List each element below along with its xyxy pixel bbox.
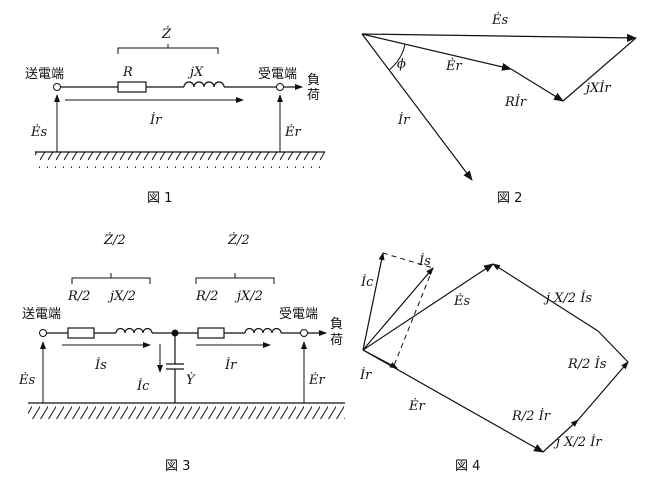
fig4-label-ic: İc bbox=[360, 273, 374, 290]
fig1-z-brace bbox=[117, 44, 219, 54]
fig1-label-z: Ż bbox=[161, 25, 172, 42]
fig2-caption: 図 2 bbox=[497, 191, 522, 206]
fig3-send-terminal bbox=[39, 329, 47, 337]
fig1-resistor bbox=[117, 81, 147, 93]
fig3-inductor-left bbox=[115, 327, 153, 334]
fig3-inductor-right bbox=[244, 327, 282, 334]
fig1-label-er: Ėr bbox=[284, 123, 301, 140]
fig1-circuit: Ż 送電端 受電端 負 荷 R jX İr Ės Ėr 図 1 bbox=[25, 25, 325, 206]
fig3-label-recv: 受電端 bbox=[279, 307, 318, 322]
fig1-label-es: Ės bbox=[30, 123, 47, 140]
fig1-inductor bbox=[183, 81, 225, 88]
fig1-label-load-1: 負 bbox=[307, 73, 320, 88]
fig4-es-vector bbox=[362, 263, 494, 351]
fig4-is-vector bbox=[362, 267, 434, 351]
fig2-ir-vector bbox=[361, 33, 473, 181]
fig3-circuit: Ż/2 Ż/2 送電端 受電端 負 荷 R/2 jX/2 R/2 jX/2 Ẏ bbox=[18, 231, 345, 474]
fig3-label-jxhalf-left: jX/2 bbox=[107, 289, 136, 304]
fig2-label-jxir: jXİr bbox=[583, 79, 611, 96]
fig2-label-er: Ėr bbox=[445, 57, 462, 74]
fig1-label-load-2: 荷 bbox=[307, 88, 320, 103]
fig3-label-load-1: 負 bbox=[330, 317, 343, 332]
fig2-phasor: Ės Ėr Rİr jXİr İr ϕ 図 2 bbox=[361, 11, 637, 206]
fig3-brace-right bbox=[195, 273, 275, 284]
fig4-label-jxis: j X/2 İs bbox=[543, 289, 592, 306]
fig4-jx-s-vector bbox=[492, 263, 599, 332]
fig4-er-vector bbox=[362, 349, 544, 453]
fig4-label-es: Ės bbox=[453, 292, 470, 309]
fig3-label-rhalf-left: R/2 bbox=[67, 289, 90, 304]
fig3-label-load-2: 荷 bbox=[330, 333, 343, 348]
fig3-label-rhalf-right: R/2 bbox=[195, 289, 218, 304]
fig2-jxi-vector bbox=[562, 37, 637, 102]
fig2-phi-arc bbox=[388, 43, 406, 71]
fig4-dash-diag bbox=[392, 267, 434, 369]
fig3-label-jxhalf-right: jX/2 bbox=[234, 289, 263, 304]
fig2-label-ir: İr bbox=[397, 111, 410, 128]
fig4-label-ir: İr bbox=[359, 366, 372, 383]
fig4-caption: 図 4 bbox=[455, 459, 480, 474]
fig1-send-terminal bbox=[53, 83, 61, 91]
fig2-ri-vector bbox=[510, 68, 564, 102]
fig3-label-ir: İr bbox=[224, 356, 237, 373]
fig3-resistor-left bbox=[67, 327, 95, 339]
fig3-label-is: İs bbox=[94, 356, 107, 373]
fig2-es-vector bbox=[361, 33, 637, 42]
fig1-label-ir: İr bbox=[149, 111, 162, 128]
fig4-ri-s-vector bbox=[597, 330, 629, 363]
fig3-label-y: Ẏ bbox=[186, 371, 196, 388]
fig4-ri-r-vector bbox=[542, 419, 579, 453]
fig3-resistor-right bbox=[197, 327, 225, 339]
fig4-label-ris: R/2 İs bbox=[567, 355, 607, 372]
fig3-label-er: Ėr bbox=[308, 371, 325, 388]
fig3-brace-left bbox=[71, 273, 151, 284]
fig3-label-send: 送電端 bbox=[22, 307, 61, 322]
fig3-recv-terminal bbox=[300, 329, 308, 337]
fig3-label-ic: İc bbox=[136, 377, 150, 394]
fig4-label-jxir: j X/2 İr bbox=[553, 433, 602, 450]
fig2-er-vector bbox=[361, 33, 512, 71]
fig1-caption: 図 1 bbox=[147, 191, 172, 206]
fig4-label-rir: R/2 İr bbox=[511, 407, 551, 424]
fig2-label-es: Ės bbox=[491, 11, 508, 28]
fig4-jx-r-vector bbox=[577, 361, 629, 421]
fig4-label-is: İs bbox=[418, 252, 431, 269]
fig1-recv-terminal bbox=[276, 83, 284, 91]
fig1-label-r: R bbox=[122, 65, 133, 80]
fig3-caption: 図 3 bbox=[165, 459, 190, 474]
fig1-label-recv: 受電端 bbox=[258, 67, 297, 82]
fig4-label-er: Ėr bbox=[408, 397, 425, 414]
fig1-label-jx: jX bbox=[187, 65, 204, 80]
fig3-label-zhalf-left: Ż/2 bbox=[103, 231, 126, 248]
fig1-label-send: 送電端 bbox=[25, 67, 64, 82]
fig4-phasor: İc İs Ės İr Ėr j X/2 İs R/2 İs R/2 İr j … bbox=[359, 252, 629, 474]
fig3-label-zhalf-right: Ż/2 bbox=[227, 231, 250, 248]
fig3-label-es: Ės bbox=[18, 371, 35, 388]
fig2-label-phi: ϕ bbox=[397, 57, 406, 72]
fig4-ic-vector bbox=[362, 252, 385, 351]
fig2-label-rir: Rİr bbox=[504, 93, 527, 110]
